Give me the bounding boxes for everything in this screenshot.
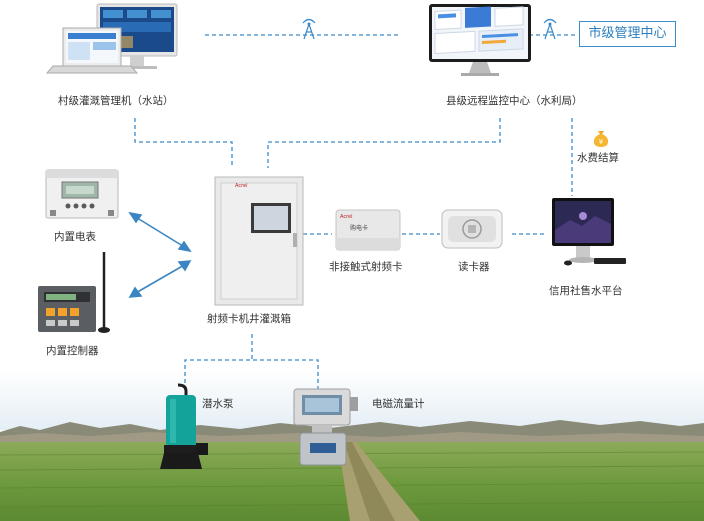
- controller-label: 内置控制器: [46, 345, 99, 357]
- irrigation-box-image: Acrel: [214, 176, 304, 306]
- card-title-text: 购电卡: [350, 224, 368, 232]
- card-reader-label: 读卡器: [458, 261, 490, 273]
- link-village-box: [134, 118, 233, 168]
- irrigation-box-label: 射频卡机井灌溉箱: [207, 313, 291, 325]
- village-station-label: 村级灌溉管理机（水站）: [58, 95, 174, 107]
- meter-image: [45, 169, 119, 219]
- platform-label: 信用社售水平台: [549, 285, 623, 297]
- link-pump-flowmeter: [184, 359, 319, 392]
- county-monitor-image: [429, 4, 531, 76]
- box-logo-text: Acrel: [235, 183, 248, 189]
- rf-card-label: 非接触式射频卡: [329, 261, 403, 273]
- city-center-label: 市级管理中心: [588, 26, 667, 41]
- svg-text:¥: ¥: [599, 138, 604, 146]
- wireless-tower-icon: [543, 18, 557, 40]
- card-logo-text: Acrel: [340, 214, 353, 220]
- water-fee-label: 水费结算: [577, 152, 619, 164]
- meter-label: 内置电表: [54, 231, 96, 243]
- county-center-label: 县级远程监控中心（水利局）: [446, 95, 583, 107]
- link-county-box: [267, 118, 501, 168]
- pump-image: [160, 383, 208, 469]
- card-reader-image: [441, 209, 503, 249]
- rf-card-image: Acrel 购电卡: [335, 209, 401, 251]
- platform-computer-image: [552, 198, 626, 266]
- flowmeter-label: 电磁流量计: [372, 398, 425, 410]
- village-computer-image: [45, 3, 178, 74]
- flowmeter-image: [293, 388, 358, 466]
- pump-label: 潜水泵: [202, 398, 234, 410]
- controller-image: [38, 252, 110, 333]
- wireless-tower-icon: [302, 18, 316, 40]
- city-center-box: 市级管理中心: [579, 21, 676, 47]
- double-arrows: [128, 211, 192, 298]
- money-bag-icon: ¥: [593, 131, 609, 147]
